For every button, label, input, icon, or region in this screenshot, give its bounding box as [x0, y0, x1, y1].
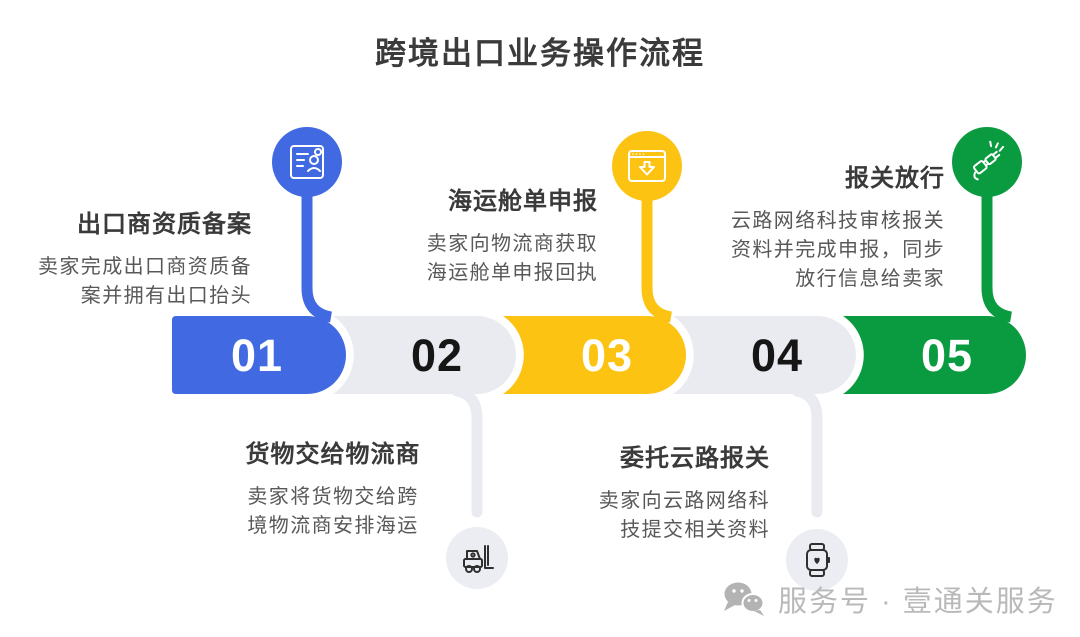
step-1-title: 出口商资质备案 — [77, 211, 252, 238]
step-5-text-block: 报关放行 云路网络科技审核报关 资料并完成申报，同步 放行信息给卖家 — [665, 163, 945, 294]
step2-number: 02 — [411, 330, 463, 381]
connector-step4 — [791, 385, 823, 518]
pill-step1 — [172, 316, 346, 394]
watermark: 服务号 · 壹通关服务 — [720, 576, 1058, 622]
page-title: 跨境出口业务操作流程 — [375, 36, 705, 71]
forklift-icon — [463, 545, 494, 573]
step-4-description: 卖家向云路网络科 技提交相关资料 — [598, 490, 770, 541]
step-4-text-block: 委托云路报关 卖家向云路网络科 技提交相关资料 — [510, 443, 770, 545]
step-1-text-block: 出口商资质备案 卖家完成出口商资质备 案并拥有出口抬头 — [0, 209, 252, 311]
registration-form-icon — [290, 145, 324, 179]
pill-step3 — [503, 316, 686, 394]
step-2-title: 货物交给物流商 — [245, 441, 421, 468]
step-5-title: 报关放行 — [845, 165, 945, 192]
step1-icon-circle — [272, 127, 342, 197]
step5-number: 05 — [921, 330, 973, 381]
step3-number: 03 — [581, 330, 633, 381]
connector-step5 — [981, 185, 1013, 323]
pill-step4 — [673, 316, 856, 394]
step-1-description: 卖家完成出口商资质备 案并拥有出口抬头 — [38, 256, 252, 307]
step4-number: 04 — [751, 330, 803, 381]
step-2-description: 卖家将货物交给跨 境物流商安排海运 — [247, 486, 419, 537]
step-3-description: 卖家向物流商获取 海运舱单申报回执 — [426, 233, 598, 284]
watermark-label: 服务号 · 壹通关服务 — [778, 586, 1058, 618]
connector-step1 — [301, 185, 333, 323]
pill-step5 — [843, 316, 1026, 394]
step3-icon-circle — [612, 131, 682, 201]
step-3-title: 海运舱单申报 — [448, 188, 598, 215]
plug-connection-icon — [973, 140, 1005, 181]
step1-number: 01 — [231, 330, 283, 381]
step-5-description: 云路网络科技审核报关 资料并完成申报，同步 放行信息给卖家 — [731, 210, 945, 290]
pill-step2 — [333, 316, 516, 394]
connector-step3 — [641, 190, 673, 323]
wechat-icon — [724, 582, 765, 616]
step-2-text-block: 货物交给物流商 卖家将货物交给跨 境物流商安排海运 — [193, 439, 473, 541]
step-3-text-block: 海运舱单申报 卖家向物流商获取 海运舱单申报回执 — [338, 186, 598, 288]
smartwatch-icon — [806, 543, 830, 577]
step-4-title: 委托云路报关 — [620, 445, 770, 472]
download-window-icon — [628, 150, 666, 182]
